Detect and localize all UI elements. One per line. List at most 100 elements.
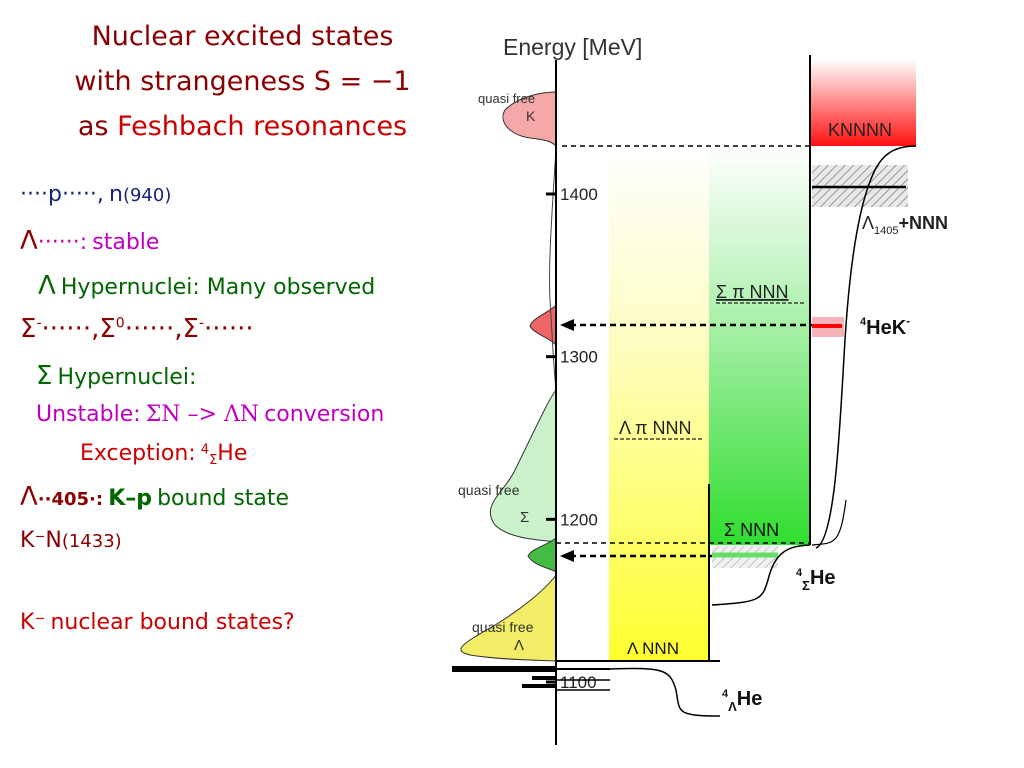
qf-lambda-symbol: Λ	[514, 637, 524, 654]
n-label: n	[109, 182, 123, 207]
lambda-dots: ······:	[37, 230, 88, 255]
kn-sup: −	[34, 529, 46, 545]
knnnn-band	[810, 60, 916, 146]
l1405-symbol: Λ	[20, 482, 38, 512]
qf-k-label: quasi free	[478, 91, 535, 106]
nucleon-line: ····p·····, n(940)	[20, 182, 171, 207]
kbound-k: K	[20, 610, 35, 635]
lambda-he-text: He	[737, 688, 763, 710]
sigma-plus-sup: -	[198, 315, 205, 332]
unstable-conversion: conversion	[264, 402, 385, 427]
sigma-plus-symbol: ······,Σ	[124, 314, 199, 344]
sigma-he-label: 4ΣHe	[796, 567, 836, 593]
qf-k-dist	[502, 91, 557, 148]
lambda-symbol: Λ	[20, 226, 38, 256]
lambda-he-label: 4ΛHe	[722, 688, 762, 714]
sigma-he-arrow-head	[560, 550, 574, 562]
sigma-dots: ······	[204, 314, 254, 344]
knnnn-label: KNNNN	[828, 120, 892, 140]
sigma-he-dist	[527, 536, 557, 573]
axis-title: Energy [MeV]	[503, 34, 642, 60]
qf-sigma-label: quasi free	[458, 482, 520, 498]
sigma-minus-symbol: Σ	[20, 314, 37, 344]
exception-label: Exception:	[80, 441, 196, 466]
sigma-zero-symbol: ······,Σ	[41, 314, 116, 344]
hek-arrow-head	[560, 319, 574, 331]
lambda-he-sup: 4	[722, 688, 729, 700]
lambda1405-symbol: Λ	[862, 213, 874, 233]
title-as: as	[77, 111, 109, 142]
qf-k-symbol: K	[526, 108, 536, 124]
qf-sigma-dist	[489, 388, 557, 543]
sigma-band	[709, 145, 810, 545]
p-dots: ····p·····,	[20, 182, 104, 207]
sigma-zero-sup: 0	[115, 315, 125, 332]
n-mass: (940)	[122, 185, 172, 206]
lambda-hypernuclei-line: Λ Hypernuclei: Many observed	[38, 271, 375, 301]
hek-label: 4HeK-	[860, 314, 910, 339]
lambda1405-plus: +NNN	[899, 213, 949, 233]
lambda-stable: stable	[92, 230, 160, 255]
sigma-nnn-curve	[811, 499, 847, 546]
exception-line: Exception: 4ΣHe	[80, 441, 247, 468]
title-line-2: with strangeness S = −1	[74, 66, 411, 97]
qf-lambda-dist	[460, 573, 557, 662]
sigma-pi-nnn-label: Σ π NNN	[716, 282, 789, 302]
lambda1405-label: Λ1405+NNN	[862, 213, 948, 237]
qf-lambda-label: quasi free	[472, 619, 534, 635]
lambda1405-line: Λ··405·: K–p bound state	[20, 482, 289, 512]
exception-he: He	[217, 441, 248, 466]
kbound-text: nuclear bound states?	[50, 610, 295, 635]
unstable-line: Unstable: ΣN –> ΛN conversion	[36, 402, 384, 427]
kn-n: N	[45, 528, 62, 553]
lambda-he-curve	[609, 667, 721, 717]
sigma-hyp-text: Hypernuclei:	[57, 365, 197, 390]
unstable-label: Unstable:	[36, 402, 141, 427]
hek-dist	[529, 303, 557, 347]
knnnn-curve	[815, 145, 917, 549]
hek-sup: 4	[860, 316, 867, 328]
lambda-pi-nnn-label: Λ π NNN	[619, 418, 691, 438]
hek-text: HeK	[866, 317, 907, 339]
lambda-hyp-symbol: Λ	[38, 271, 56, 301]
qf-sigma-symbol: Σ	[520, 509, 529, 526]
axis-tick-label: 1300	[560, 348, 598, 367]
lambda-nnn-label: Λ NNN	[627, 639, 679, 658]
l1405-rest: bound state	[157, 486, 290, 511]
exception-sub: Σ	[209, 453, 218, 469]
sigma-nnn-label: Σ NNN	[724, 520, 779, 540]
kbound-sup: −	[34, 611, 46, 627]
kn-line: K−N(1433)	[20, 528, 122, 553]
lambda1405-sub: 1405	[874, 225, 898, 237]
hek-sup2: -	[906, 314, 910, 328]
page-title: Nuclear excited states with strangeness …	[40, 14, 445, 149]
sigma-he-text: He	[810, 567, 836, 589]
sigma-he-curve	[711, 544, 811, 606]
title-line-3: as Feshbach resonances	[40, 104, 445, 149]
lambda-hyp-text: Hypernuclei: Many observed	[60, 275, 376, 300]
axis-ticks: 1400 1300 1200 1100	[546, 185, 598, 692]
l1405-mass: ··405·:	[37, 489, 104, 510]
kn-k: K	[20, 528, 35, 553]
axis-tick-label: 1400	[560, 185, 598, 204]
sigma-minus-sup: -	[36, 315, 42, 332]
exception-sup: 4	[200, 442, 210, 458]
sigma-line: Σ-······,Σ0······,Σ-······	[20, 314, 254, 344]
unstable-reaction: ΣN –> ΛN	[145, 402, 260, 427]
sigma-he-sub: Σ	[802, 578, 810, 593]
k-bound-line: K− nuclear bound states?	[20, 610, 295, 635]
kn-mass: (1433)	[61, 531, 122, 552]
dist-envelope	[549, 147, 557, 391]
title-line-1: Nuclear excited states	[91, 21, 394, 52]
axis-tick-label: 1100	[560, 673, 597, 692]
sigma-he-sup: 4	[796, 567, 803, 579]
lambda-he-sub: Λ	[728, 699, 737, 714]
lambda-band	[609, 145, 709, 661]
title-feshbach: Feshbach resonances	[117, 111, 408, 142]
sigma-hypernuclei-line: Σ Hypernuclei:	[36, 361, 196, 391]
sigma-hyp-symbol: Σ	[36, 361, 53, 391]
axis-tick-label: 1200	[560, 510, 598, 529]
lambda-line: Λ······: stable	[20, 226, 159, 256]
l1405-kp: K–p	[108, 486, 152, 511]
